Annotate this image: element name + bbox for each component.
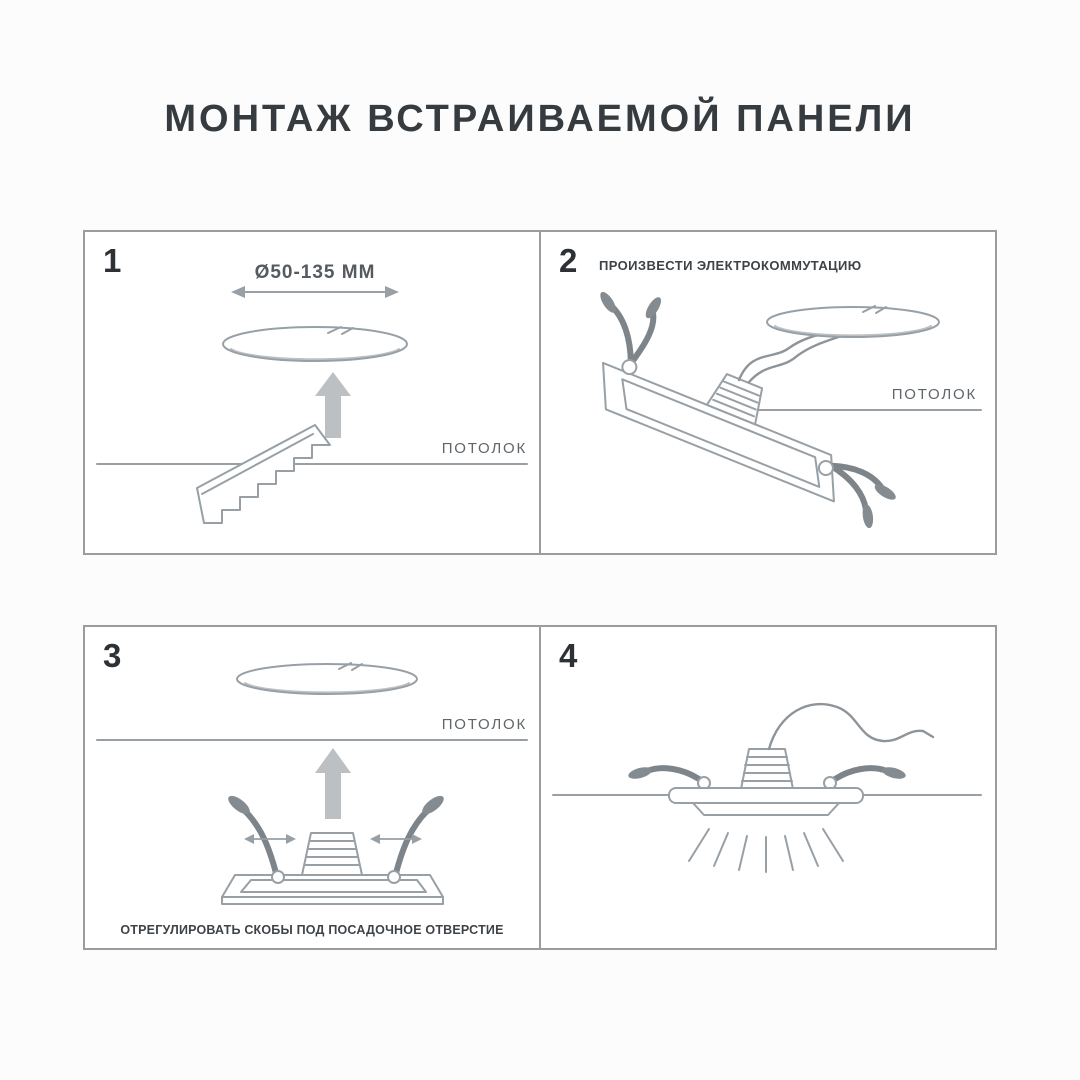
adjust-arrow-right xyxy=(370,834,422,844)
diagram-step-2: ПОТОЛОК xyxy=(600,291,982,529)
panel-step-4: 4 xyxy=(539,625,997,950)
spring-clip-right xyxy=(817,460,896,529)
panel-step-1: 1 Ø50-135 ММ xyxy=(83,230,541,555)
adjust-arrow-left xyxy=(244,834,296,844)
up-arrow xyxy=(315,372,351,438)
panel-disc xyxy=(766,305,940,338)
diagram-step-4 xyxy=(552,702,982,873)
power-wire xyxy=(767,702,935,751)
steps-row-1: 1 Ø50-135 ММ xyxy=(83,230,999,555)
steps-grid: 1 Ø50-135 ММ xyxy=(83,230,999,950)
up-arrow xyxy=(315,748,351,819)
driver-block xyxy=(705,373,764,426)
panel-step-3: 3 ОТРЕГУЛИРОВАТЬ СКОБЫ ПОД ПОСАДОЧНОЕ ОТ… xyxy=(83,625,541,950)
driver-block xyxy=(740,748,794,790)
step-number-2: 2 xyxy=(559,242,578,279)
step-number-4: 4 xyxy=(559,637,578,674)
panel-slab xyxy=(221,874,444,905)
ceiling-label: ПОТОЛОК xyxy=(442,440,527,457)
glare-marks xyxy=(862,305,887,314)
diagram-step-3: ПОТОЛОК xyxy=(96,662,528,905)
cut-ceiling-piece xyxy=(196,424,331,524)
spring-clip-left xyxy=(628,765,711,790)
step-number-1: 1 xyxy=(103,242,122,279)
connection-wires xyxy=(737,330,849,384)
spring-clip-right xyxy=(823,765,906,790)
spring-clip-left xyxy=(600,291,662,376)
step-number-3: 3 xyxy=(103,637,122,674)
driver-block xyxy=(301,832,363,876)
panel-step-2: 2 ПРОИЗВЕСТИ ЭЛЕКТРОКОММУТАЦИЮ ПОТОЛОК xyxy=(539,230,997,555)
dimension-arrow xyxy=(231,286,399,298)
panel-disc xyxy=(222,326,408,362)
diagram-step-1: Ø50-135 ММ xyxy=(96,262,528,524)
glare-marks xyxy=(338,662,363,671)
ceiling-label: ПОТОЛОК xyxy=(442,716,527,733)
tilted-panel-assembly xyxy=(600,291,896,529)
page-title: МОНТАЖ ВСТРАИВАЕМОЙ ПАНЕЛИ xyxy=(164,98,916,140)
panel-disc xyxy=(236,662,418,695)
steps-row-2: 3 ОТРЕГУЛИРОВАТЬ СКОБЫ ПОД ПОСАДОЧНОЕ ОТ… xyxy=(83,625,999,950)
mounted-frame xyxy=(668,787,864,816)
light-rays xyxy=(688,828,844,873)
dimension-label: Ø50-135 ММ xyxy=(255,262,376,283)
glare-marks xyxy=(327,326,354,335)
spring-clip-left xyxy=(228,795,285,884)
step-3-caption: ОТРЕГУЛИРОВАТЬ СКОБЫ ПОД ПОСАДОЧНОЕ ОТВЕ… xyxy=(120,923,504,937)
ceiling-label: ПОТОЛОК xyxy=(892,386,977,403)
step-2-caption: ПРОИЗВЕСТИ ЭЛЕКТРОКОММУТАЦИЮ xyxy=(599,258,862,273)
